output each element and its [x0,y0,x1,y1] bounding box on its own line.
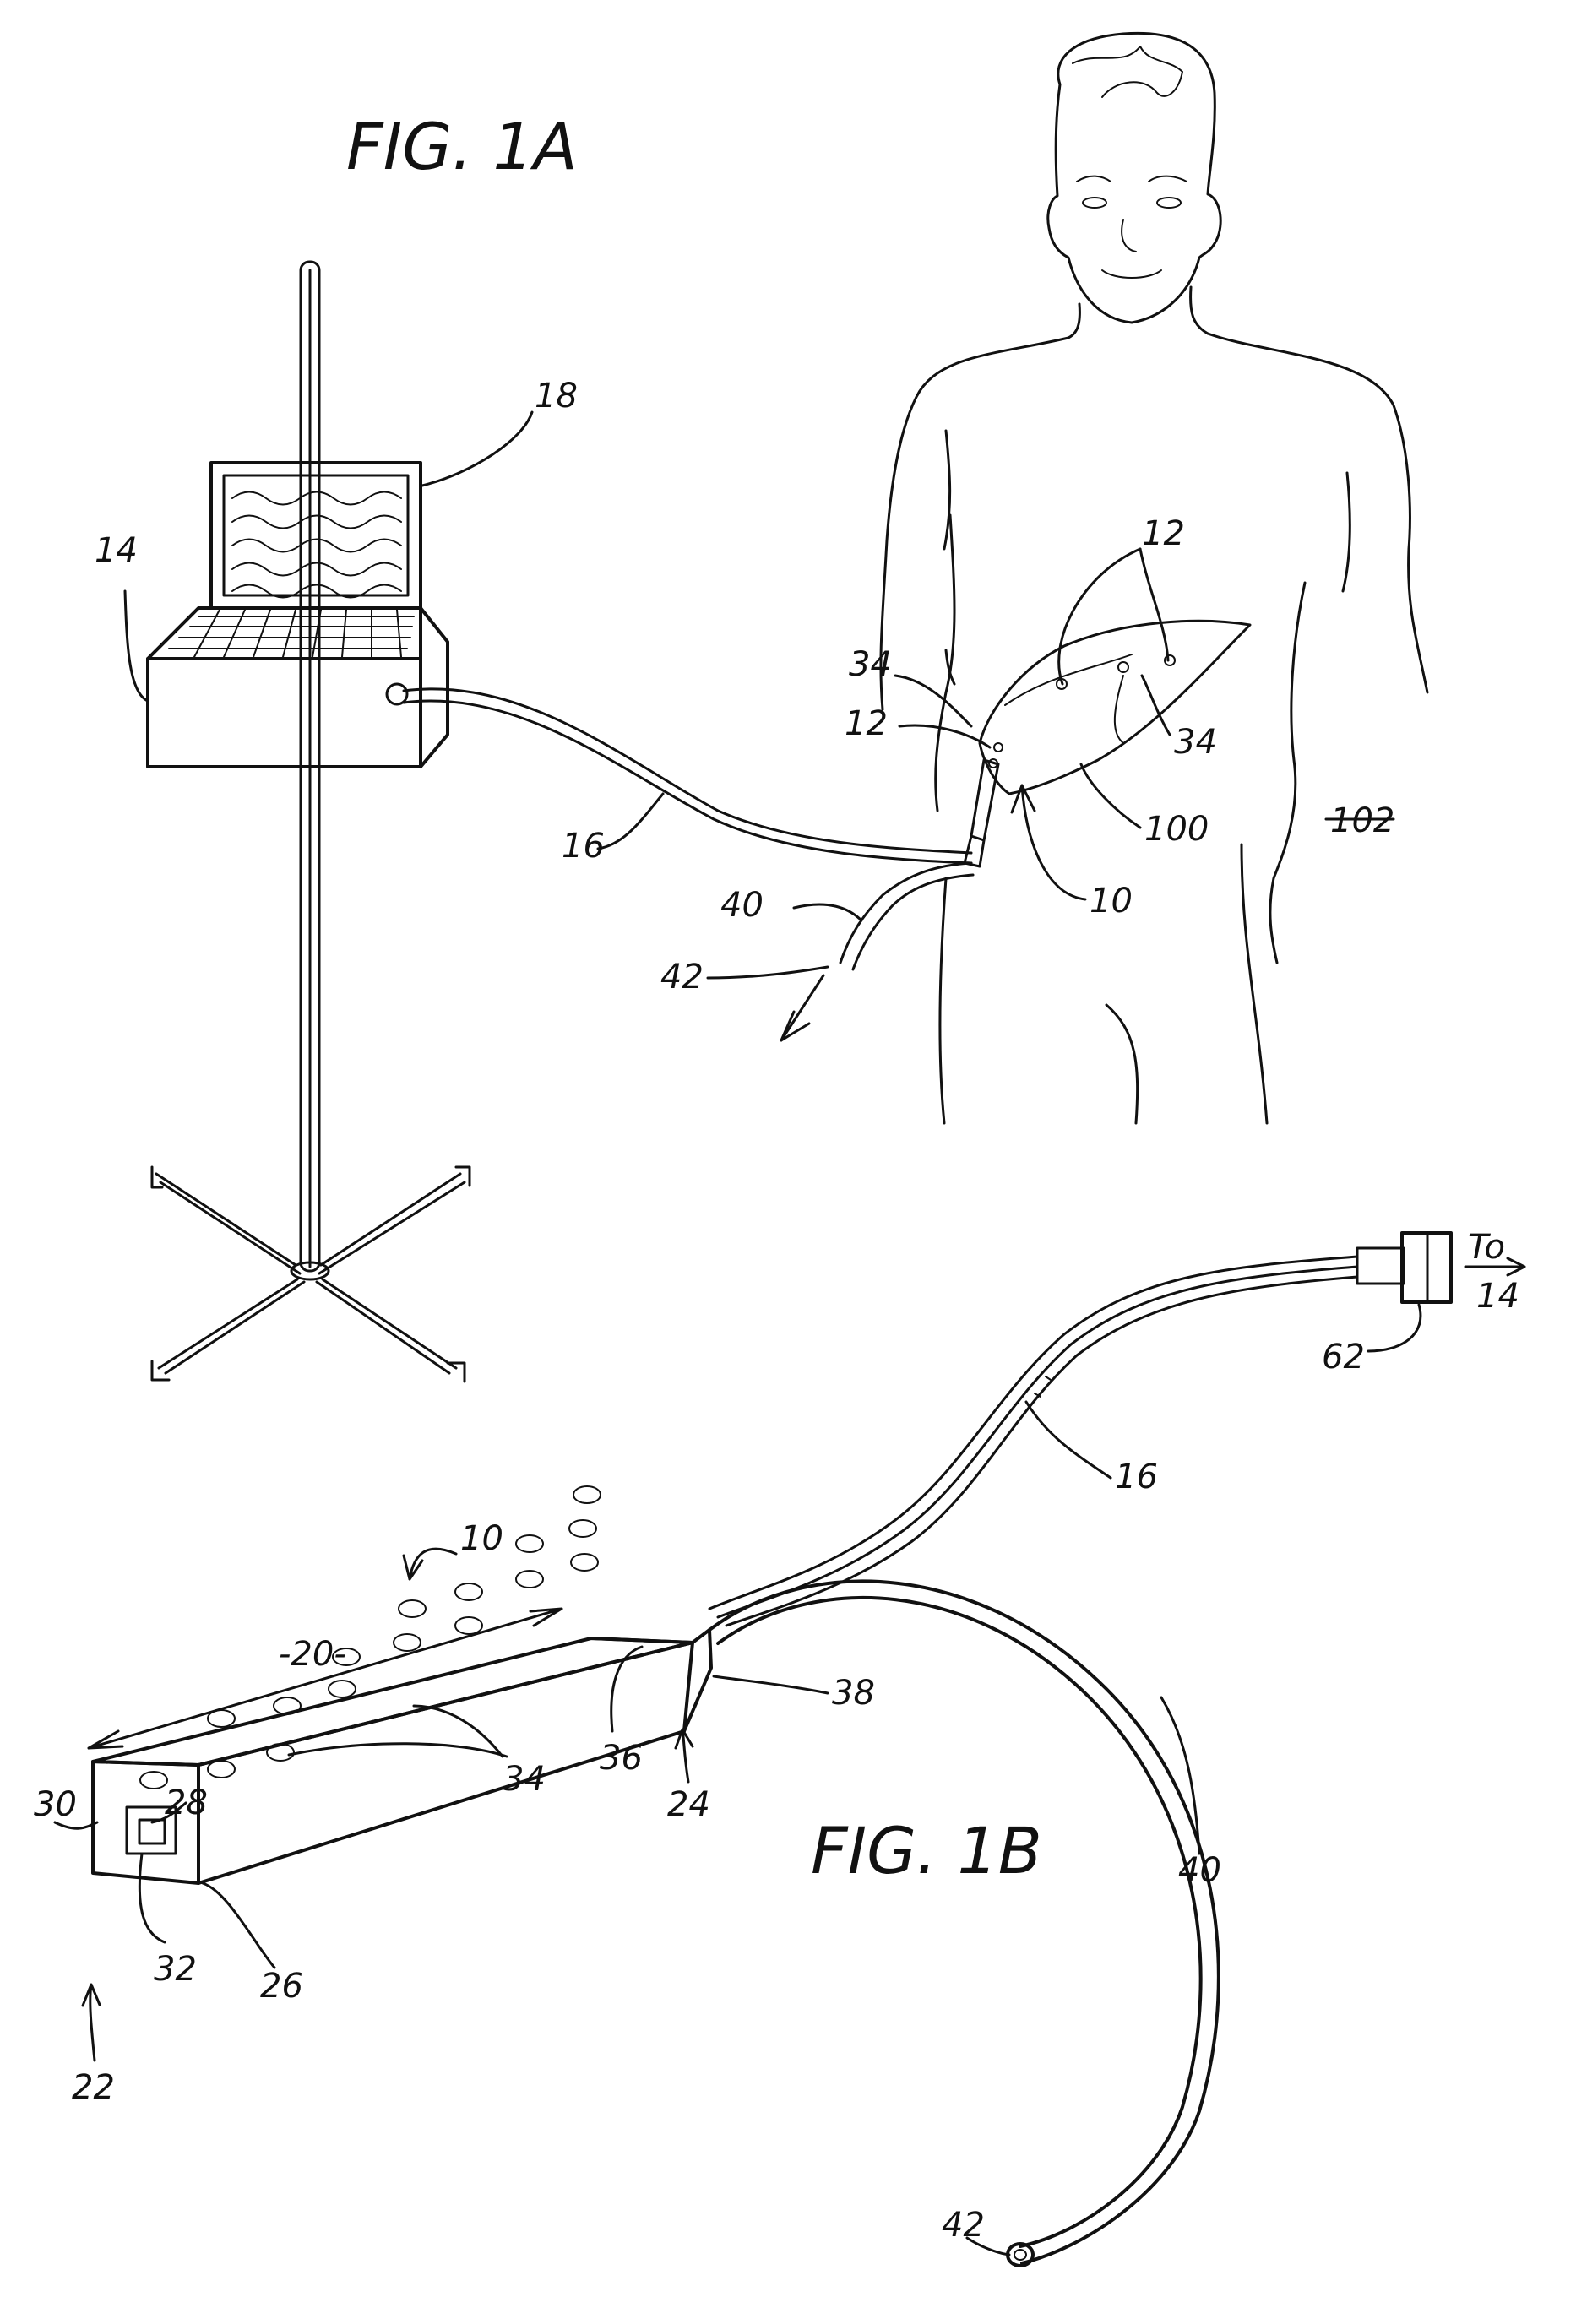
label-42b: 42 [942,2206,985,2245]
label-to-14: 14 [1476,1277,1519,1316]
leader-16a [598,794,663,849]
label-40a: 40 [720,886,764,925]
label-16b: 16 [1115,1458,1158,1496]
leader-38 [714,1676,828,1693]
leader-18 [422,412,532,486]
leader-14 [125,591,148,701]
leader-16b [1026,1402,1111,1478]
label-28: 28 [165,1784,208,1822]
leader-10a [1012,785,1085,899]
leader-100 [1081,764,1140,828]
leader-40a [794,904,861,920]
figure-title-1a: FIG. 1A [346,109,578,184]
label-38: 38 [832,1674,875,1713]
label-18: 18 [535,377,578,415]
leader-34c [289,1706,507,1757]
leader-10b [404,1549,456,1579]
dimension-arrow-20 [89,1609,562,1748]
leader-26 [203,1883,274,1968]
label-24: 24 [667,1785,710,1824]
label-16a: 16 [562,827,605,866]
leader-32 [139,1854,165,1942]
label-102: 102 [1330,801,1394,840]
figure-title-1b: FIG. 1B [811,1813,1042,1888]
label-14: 14 [95,531,138,570]
leader-22 [83,1985,100,2061]
label-32: 32 [154,1950,197,1989]
leader-62 [1368,1305,1421,1351]
label-40b: 40 [1178,1851,1221,1890]
probe-body [93,1486,711,1883]
patient-figure [881,33,1427,1123]
label-42a: 42 [660,958,704,996]
label-36: 36 [600,1739,643,1778]
leader-12b [899,725,990,747]
label-34b: 34 [1174,723,1217,762]
label-26: 26 [260,1967,303,2006]
label-10a: 10 [1090,882,1133,920]
label-62: 62 [1322,1338,1365,1376]
leader-42a [708,967,828,978]
label-34c: 34 [503,1760,546,1799]
cable-16-lower [709,1257,1357,1626]
label-to: To [1468,1228,1505,1267]
drain-arrow-upper [781,975,823,1040]
label-10b: 10 [460,1519,503,1558]
label-30: 30 [34,1785,77,1824]
label-12b: 12 [845,704,888,743]
label-12a: 12 [1142,514,1185,553]
leader-34a [895,676,971,726]
label-22: 22 [72,2068,115,2107]
label-20: -20- [279,1635,346,1674]
leader-12a-2 [1140,549,1168,660]
iv-stand [152,262,470,1382]
label-100: 100 [1144,810,1209,849]
liver-organ [980,621,1250,794]
controller-unit [148,608,448,767]
leader-24 [676,1729,693,1782]
label-34a: 34 [849,645,892,684]
tube-40-lower [709,1581,1219,2266]
monitor-display [211,463,421,608]
cable-port [387,684,407,704]
